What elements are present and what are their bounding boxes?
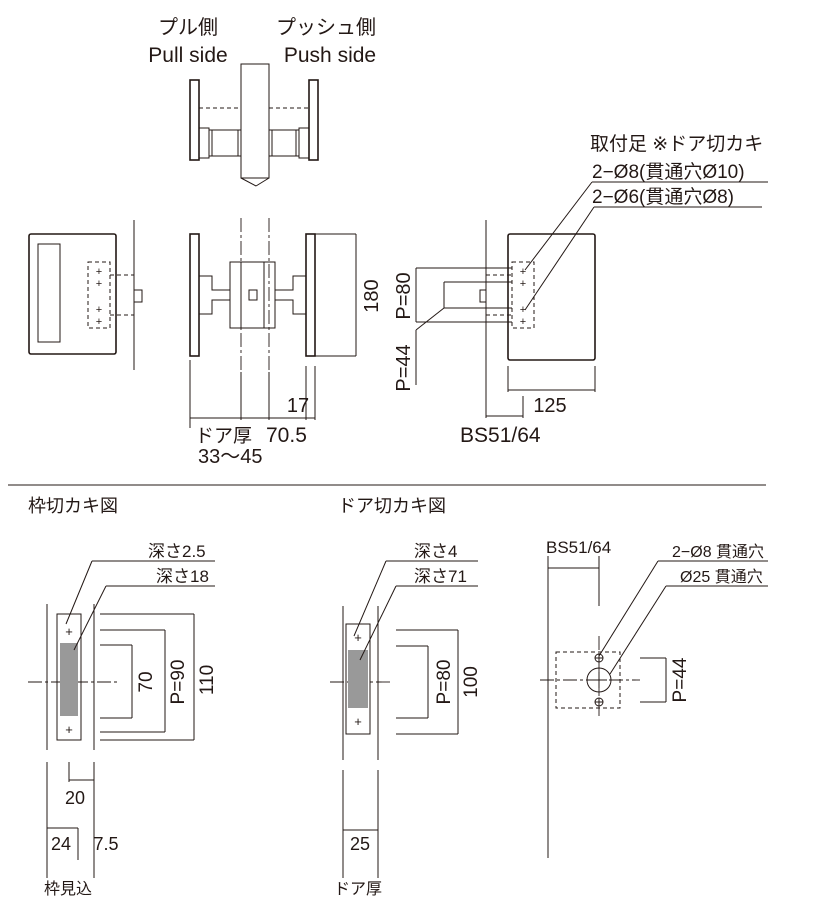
svg-text:+: +: [65, 624, 73, 639]
frame-cutout-title: 枠切カキ図: [28, 496, 118, 516]
push-side-jp-label: プッシュ側: [276, 16, 376, 39]
svg-text:+: +: [96, 266, 102, 278]
door-cutout-drawing: + +: [330, 560, 478, 878]
mounting-hole-1: 2−Ø8(貫通穴Ø10): [592, 161, 745, 183]
backset-label: BS51/64: [460, 424, 541, 447]
door-thickness-b: ドア厚: [334, 881, 382, 898]
door-depth-1: 深さ4: [414, 542, 457, 561]
backset-b-label: BS51/64: [546, 538, 611, 557]
dim-25: 25: [350, 834, 370, 854]
svg-text:+: +: [354, 630, 362, 645]
through-hole-1: 2−Ø8 貫通穴: [672, 543, 764, 561]
dim-70: 70: [136, 671, 157, 692]
dim-p44-b: P=44: [670, 657, 691, 702]
dim-7-5: 7.5: [93, 834, 118, 854]
door-thickness-label: ドア厚: [195, 426, 252, 447]
pull-side-jp-label: プル側: [158, 16, 218, 39]
door-cutout-title: ドア切カキ図: [338, 496, 446, 516]
svg-text:+: +: [520, 278, 526, 290]
svg-text:+: +: [96, 316, 102, 328]
dim-17: 17: [287, 395, 309, 417]
dim-70-5: 70.5: [266, 424, 307, 447]
top-plan-view: [189, 63, 319, 187]
push-side-front-view: + + + +: [415, 181, 768, 418]
dim-p80: P=80: [393, 272, 415, 319]
svg-text:+: +: [520, 266, 526, 278]
frame-depth-2: 深さ18: [156, 567, 209, 586]
mounting-hole-2: 2−Ø6(貫通穴Ø8): [592, 186, 734, 208]
pull-side-en-label: Pull side: [148, 44, 227, 67]
door-depth-2: 深さ71: [414, 567, 467, 586]
dim-24: 24: [51, 834, 71, 854]
dim-p80-b: P=80: [434, 660, 455, 705]
svg-text:+: +: [520, 304, 526, 316]
dim-125: 125: [533, 395, 566, 417]
svg-text:+: +: [354, 714, 362, 729]
dim-p90: P=90: [168, 660, 189, 705]
svg-text:+: +: [520, 316, 526, 328]
pull-side-front-view: + + + +: [28, 220, 143, 370]
through-hole-drawing: [540, 556, 768, 858]
push-side-en-label: Push side: [284, 44, 376, 67]
dim-110: 110: [197, 665, 218, 695]
dim-100: 100: [461, 666, 482, 698]
mounting-title: 取付足 ※ドア切カキ: [590, 133, 763, 155]
dim-p44: P=44: [393, 344, 415, 391]
svg-text:+: +: [96, 304, 102, 316]
frame-depth-1: 深さ2.5: [148, 542, 206, 561]
frame-cutout-drawing: + +: [28, 560, 215, 878]
center-side-view: [189, 218, 357, 428]
dim-180: 180: [361, 279, 383, 312]
svg-text:+: +: [96, 278, 102, 290]
through-hole-2: Ø25 貫通穴: [680, 568, 763, 586]
dim-20: 20: [65, 788, 85, 808]
svg-text:+: +: [65, 722, 73, 737]
frame-depth-label: 枠見込: [44, 880, 92, 898]
door-thickness-range: 33〜45: [198, 446, 263, 468]
